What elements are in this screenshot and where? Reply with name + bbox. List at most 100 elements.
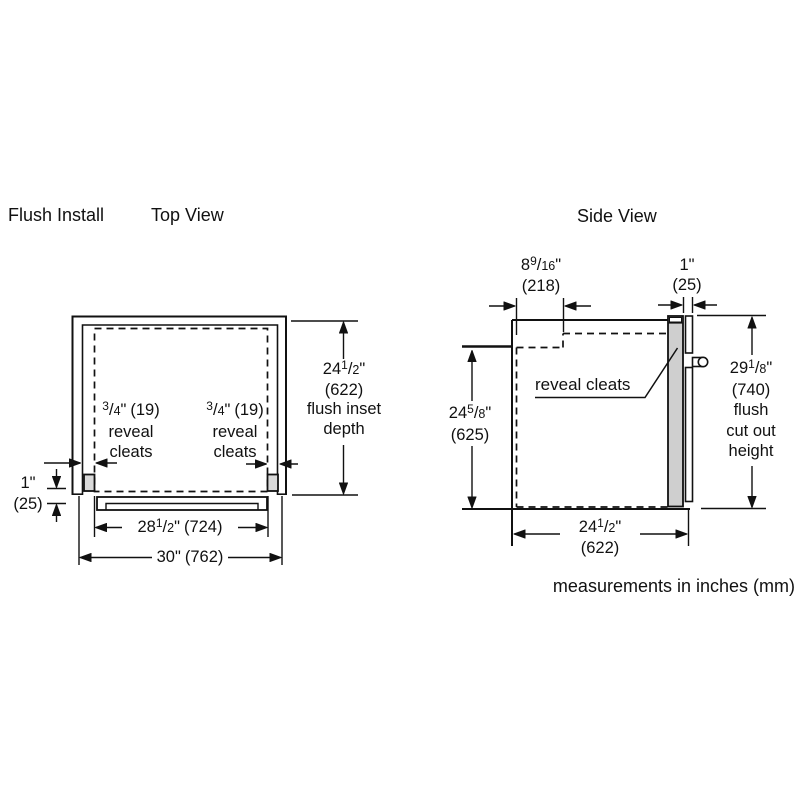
dim-value: 241/2" <box>544 515 656 539</box>
dim-mm: (19) <box>130 401 160 419</box>
dim-mm: (25) <box>672 275 702 294</box>
dim-mm: (622) <box>580 538 620 557</box>
flush-cutout-dashed-outline <box>515 332 668 508</box>
dim-value: 1" <box>6 473 50 494</box>
frac-slash: / <box>603 518 609 536</box>
frac-numerator: 1 <box>748 356 755 371</box>
frac-denominator: 4 <box>217 404 225 418</box>
oven-door-top-cap <box>669 317 682 323</box>
frac-whole: 1 <box>679 256 689 274</box>
frac-numerator: 5 <box>467 401 474 416</box>
dim-value: 281/2"(724) <box>118 515 242 537</box>
dim-desc: height <box>728 442 774 460</box>
frac-denominator: 2 <box>608 521 616 535</box>
dim-desc: cut out <box>726 421 776 440</box>
dim-value: 241/2" <box>288 357 400 381</box>
frac-numerator: 9 <box>530 253 537 268</box>
dim-label-inner-width: 281/2"(724) <box>118 515 242 537</box>
frac-numerator: 1 <box>597 515 604 530</box>
frac-whole: 8 <box>520 256 531 274</box>
unit-mark: " <box>120 401 127 419</box>
dim-value: 291/8" <box>700 358 800 380</box>
side-view-drawing <box>462 297 766 546</box>
dim-value: 3/4"(19) <box>188 400 282 422</box>
frac-numerator: 3 <box>206 398 213 413</box>
oven-door-body <box>667 315 684 508</box>
unit-mark: " <box>29 474 36 492</box>
frac-denominator: 2 <box>352 363 360 377</box>
dim-desc: cleats <box>213 443 257 461</box>
reveal-cleats-callout: reveal cleats <box>535 375 631 394</box>
dim-mm: (625) <box>450 426 490 444</box>
dim-label-front-overhang: 1" (25) <box>6 473 50 515</box>
dim-label-inset-depth: 241/2" (622) <box>544 515 656 558</box>
top-view-drawing <box>44 315 358 565</box>
frac-whole: 30 <box>156 548 175 566</box>
frac-whole: 24 <box>322 360 342 378</box>
frac-slash: / <box>473 404 479 422</box>
frac-numerator: 1 <box>155 515 163 530</box>
door-front-panel-upper <box>684 315 694 354</box>
dim-desc: flush inset <box>306 400 382 418</box>
unit-mark: " <box>174 548 181 566</box>
dim-mm: (19) <box>234 401 264 419</box>
unit-mark: " <box>555 256 562 274</box>
frac-whole: 28 <box>137 518 156 536</box>
frac-denominator: 8 <box>478 407 486 421</box>
dim-mm: (762) <box>184 548 224 566</box>
dim-label-reveal-cleats-right: 3/4"(19) reveal cleats <box>188 400 282 463</box>
frac-slash: / <box>536 256 542 274</box>
frac-denominator: 4 <box>113 404 121 418</box>
units-note: measurements in inches (mm) <box>552 576 795 596</box>
dim-desc: reveal <box>108 422 154 441</box>
dim-desc: depth <box>323 419 365 438</box>
reveal-cleat-right <box>266 473 279 492</box>
dim-label-door-thickness: 1" (25) <box>656 256 718 295</box>
flush-cutout-dashed-outline <box>93 327 269 493</box>
frac-slash: / <box>162 518 168 536</box>
frac-slash: / <box>212 401 218 419</box>
frac-denominator: 8 <box>759 362 767 376</box>
frac-numerator: 3 <box>102 398 109 413</box>
dim-mm: (622) <box>324 380 364 399</box>
dim-mm: (25) <box>13 495 43 513</box>
dim-desc: cleats <box>109 443 153 461</box>
cabinet-outer-wall <box>71 315 287 495</box>
page-title: Flush Install <box>8 205 105 225</box>
frac-slash: / <box>108 401 114 419</box>
dim-mm: (740) <box>731 380 771 399</box>
unit-mark: " <box>766 359 773 377</box>
dim-mm: (724) <box>183 518 223 536</box>
frac-slash: / <box>754 359 760 377</box>
frac-whole: 29 <box>729 359 749 377</box>
leader-line <box>535 347 679 399</box>
unit-mark: " <box>615 518 622 536</box>
door-front-panel-lower <box>684 366 694 503</box>
unit-mark: " <box>174 518 180 536</box>
unit-mark: " <box>359 360 366 378</box>
cabinet-inner-wall <box>81 324 279 495</box>
dim-value: 245/8" <box>424 403 516 425</box>
frac-whole: 24 <box>448 404 468 422</box>
dim-value: 30"(762) <box>128 548 252 567</box>
top-view-title: Top View <box>151 205 224 225</box>
dim-label-cutout-depth: 245/8" (625) <box>424 403 516 446</box>
frac-slash: / <box>347 360 353 378</box>
door-handle-knob <box>697 356 709 368</box>
dim-value: 3/4"(19) <box>84 400 178 422</box>
dim-value: 1" <box>656 256 718 276</box>
side-view-title: Side View <box>577 206 657 226</box>
reveal-cleat-left <box>83 473 96 492</box>
dim-label-flush-inset-depth: 241/2" (622) flush inset depth <box>288 357 400 439</box>
dim-mm: (218) <box>521 276 561 295</box>
dim-label-outer-width: 30"(762) <box>128 548 252 567</box>
frac-numerator: 1 <box>341 357 348 372</box>
dim-label-flush-cutout-height: 291/8" (740) flush cut out height <box>700 358 800 462</box>
unit-mark: " <box>485 404 492 422</box>
dim-value: 89/16" <box>494 253 588 277</box>
unit-mark: " <box>688 256 695 274</box>
frac-whole: 1 <box>20 474 30 492</box>
frac-denominator: 2 <box>167 521 175 535</box>
